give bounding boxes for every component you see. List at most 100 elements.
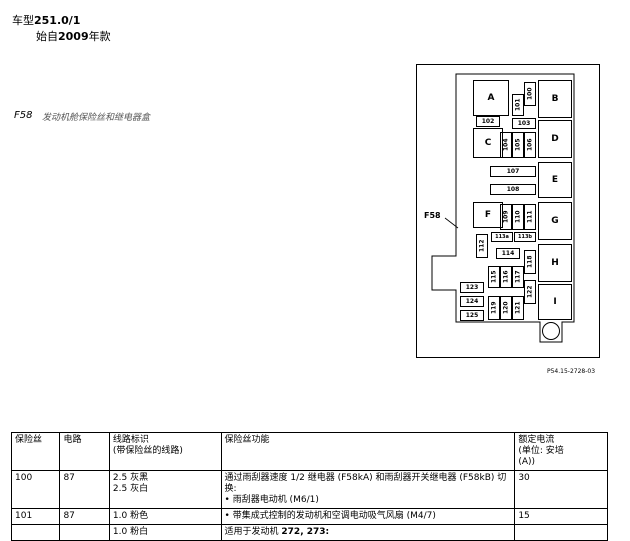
model-prefix: 车型 bbox=[12, 14, 34, 27]
cell-fuse: 100 bbox=[10, 470, 61, 509]
col-circuit: 电路 bbox=[59, 432, 110, 471]
table-header-row: 保险丝 电路 线路标识(带保险丝的线路) 保险丝功能 额定电流(单位: 安培(A… bbox=[10, 432, 608, 471]
fuse-125: 125 bbox=[460, 310, 484, 321]
cell-circuit: 87 bbox=[59, 470, 110, 509]
col-rated-line1: 额定电流 bbox=[518, 435, 555, 445]
fuse-116: 116 bbox=[500, 266, 512, 288]
col-wire-id-line2: (带保险丝的线路) bbox=[112, 446, 183, 456]
relay-G: G bbox=[538, 202, 572, 240]
fuse-label: 115 bbox=[490, 270, 498, 284]
relay-B: B bbox=[538, 80, 572, 118]
fuse-102: 102 bbox=[476, 116, 500, 127]
relay-label: D bbox=[551, 134, 559, 144]
fuse-123: 123 bbox=[460, 282, 484, 293]
function-prefix: 适用于发动机 bbox=[224, 527, 282, 537]
fuse-122: 122 bbox=[524, 280, 536, 304]
fuse-label: 104 bbox=[502, 138, 510, 152]
fuse-label: 121 bbox=[514, 301, 522, 315]
col-function: 保险丝功能 bbox=[220, 432, 516, 471]
wire-line: 2.5 灰黑 bbox=[112, 473, 149, 483]
relay-label: I bbox=[553, 297, 557, 307]
function-engine-codes: 272, 273: bbox=[281, 527, 330, 537]
since-suffix: 年款 bbox=[88, 30, 111, 43]
relay-label: B bbox=[551, 94, 559, 104]
fuse-120: 120 bbox=[500, 296, 512, 320]
cell-function: • 带集成式控制的发动机和空调电动吸气风扇 (M4/7) bbox=[220, 508, 516, 525]
fuse-label: 103 bbox=[517, 120, 531, 127]
fuse-112: 112 bbox=[476, 234, 488, 258]
fuse-107: 107 bbox=[490, 166, 536, 177]
diagram-callout-label: F58 bbox=[424, 211, 441, 220]
cell-fuse: 101 bbox=[10, 508, 61, 525]
fuse-113a: 113a bbox=[491, 232, 513, 242]
fuse-label: 119 bbox=[490, 301, 498, 315]
fuse-100: 100 bbox=[524, 82, 536, 106]
fuse-table: 保险丝 电路 线路标识(带保险丝的线路) 保险丝功能 额定电流(单位: 安培(A… bbox=[10, 432, 608, 541]
fuse-label: 101 bbox=[514, 98, 522, 112]
relay-F: F bbox=[473, 202, 503, 228]
relay-label: H bbox=[551, 258, 559, 268]
fuse-label: 111 bbox=[526, 210, 534, 224]
function-line: • 雨刮器电动机 (M6/1) bbox=[224, 495, 319, 505]
relay-H: H bbox=[538, 244, 572, 282]
fuse-label: 124 bbox=[465, 298, 479, 305]
col-rated-line3: (A)) bbox=[518, 457, 536, 467]
fuse-label: 113b bbox=[517, 234, 533, 240]
fuse-box-diagram bbox=[416, 64, 600, 358]
mounting-hole bbox=[542, 322, 560, 340]
relay-label: C bbox=[484, 138, 492, 148]
fuse-label: 113a bbox=[495, 234, 509, 240]
fuse-105: 105 bbox=[512, 132, 524, 158]
fuse-label: 102 bbox=[481, 118, 495, 125]
fuse-124: 124 bbox=[460, 296, 484, 307]
fuse-103: 103 bbox=[512, 118, 536, 129]
relay-D: D bbox=[538, 120, 572, 158]
cell-wire: 1.0 粉色 bbox=[108, 508, 222, 525]
diagram-code: P54.15-2728-03 bbox=[547, 368, 596, 375]
fuse-label: 107 bbox=[506, 168, 520, 175]
fuse-label: 110 bbox=[514, 210, 522, 224]
col-rated-line2: (单位: 安培 bbox=[518, 446, 564, 456]
fuse-106: 106 bbox=[524, 132, 536, 158]
relay-E: E bbox=[538, 162, 572, 198]
fuse-117: 117 bbox=[512, 266, 524, 288]
since-prefix: 始自 bbox=[36, 30, 58, 43]
cell-function: 通过雨刮器速度 1/2 继电器 (F58kA) 和雨刮器开关继电器 (F58kB… bbox=[220, 470, 516, 509]
cell-circuit: 87 bbox=[59, 508, 110, 525]
fuse-label: 125 bbox=[465, 312, 479, 319]
fuse-110: 110 bbox=[512, 204, 524, 230]
since-line: 始自2009年款 bbox=[36, 30, 111, 44]
function-line: 通过雨刮器速度 1/2 继电器 (F58kA) 和雨刮器开关继电器 (F58kB… bbox=[224, 473, 507, 494]
fuse-108: 108 bbox=[490, 184, 536, 195]
relay-label: F bbox=[484, 210, 492, 220]
col-wire-id: 线路标识(带保险丝的线路) bbox=[108, 432, 222, 471]
fuse-119: 119 bbox=[488, 296, 500, 320]
relay-C: C bbox=[473, 128, 503, 158]
fuse-104: 104 bbox=[500, 132, 512, 158]
section-title: 发动机舱保险丝和继电器盒 bbox=[42, 113, 151, 123]
col-fuse: 保险丝 bbox=[10, 432, 61, 471]
fuse-label: 114 bbox=[501, 250, 515, 257]
fuse-label: 122 bbox=[526, 285, 534, 299]
col-rated: 额定电流(单位: 安培(A)) bbox=[514, 432, 608, 471]
fuse-label: 108 bbox=[506, 186, 520, 193]
fuse-101: 101 bbox=[512, 94, 524, 116]
relay-I: I bbox=[538, 284, 572, 320]
table-row: 101 87 1.0 粉色 • 带集成式控制的发动机和空调电动吸气风扇 (M4/… bbox=[10, 508, 608, 525]
fuse-115: 115 bbox=[488, 266, 500, 288]
fuse-label: 117 bbox=[514, 270, 522, 284]
wire-line: 2.5 灰白 bbox=[112, 484, 149, 494]
since-year: 2009 bbox=[58, 30, 89, 43]
section-code: F58 bbox=[14, 110, 33, 121]
relay-label: E bbox=[551, 175, 559, 185]
relay-A: A bbox=[473, 80, 509, 116]
relay-label: A bbox=[487, 93, 495, 103]
fuse-109: 109 bbox=[500, 204, 512, 230]
model-number: 251.0/1 bbox=[34, 14, 81, 27]
fuse-118: 118 bbox=[524, 250, 536, 274]
fuse-label: 105 bbox=[514, 138, 522, 152]
fuse-label: 112 bbox=[478, 239, 486, 253]
relay-label: G bbox=[551, 216, 559, 226]
